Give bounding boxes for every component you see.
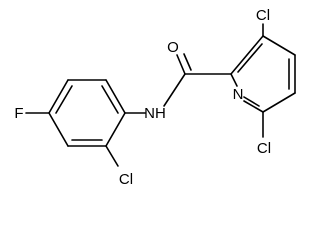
amide-nitrogen-label: NH [144, 105, 166, 122]
bond-pyr-c3-c4 [262, 35, 296, 56]
carbonyl-oxygen-label: O [167, 39, 179, 56]
bond-ph-cl [105, 145, 119, 167]
chlorine-phenyl-bottom-label: Cl [119, 171, 133, 188]
bonds [25, 23, 296, 167]
bond-pyr-c2-c3 [230, 35, 264, 75]
molecule-drawing: O Cl NH N Cl F Cl [14, 7, 296, 188]
structure-canvas: O Cl NH N Cl F Cl [14, 7, 296, 188]
chlorine-top-label: Cl [256, 7, 270, 24]
bond-pyr-c2-c3-inner [237, 43, 263, 73]
bond-carbonyl-n [163, 73, 186, 107]
pyridine-nitrogen-label: N [233, 86, 244, 103]
bond-pyr-n-c2 [230, 73, 238, 87]
bond-carbonyl-o [176, 54, 186, 75]
bond-ph-c4-c5-inner [55, 85, 73, 114]
bond-pyr-c6-n [243, 100, 264, 113]
chlorine-pyridine-bottom-label: Cl [257, 140, 271, 157]
bond-carbonyl-o-double [183, 53, 192, 71]
bond-ph-c4-c5 [48, 79, 69, 114]
atom-labels: O Cl NH N Cl F Cl [14, 7, 271, 188]
bond-ph-c6-c1-inner [101, 85, 119, 114]
bond-pyr-c6-n-inner [243, 96, 260, 107]
bond-ph-c1-c2 [105, 112, 126, 147]
fluorine-label: F [14, 105, 23, 122]
bond-ph-c6-c1 [105, 79, 126, 114]
bond-ph-c3-c4 [48, 112, 69, 147]
bond-pyr-c5-c6 [262, 92, 296, 113]
